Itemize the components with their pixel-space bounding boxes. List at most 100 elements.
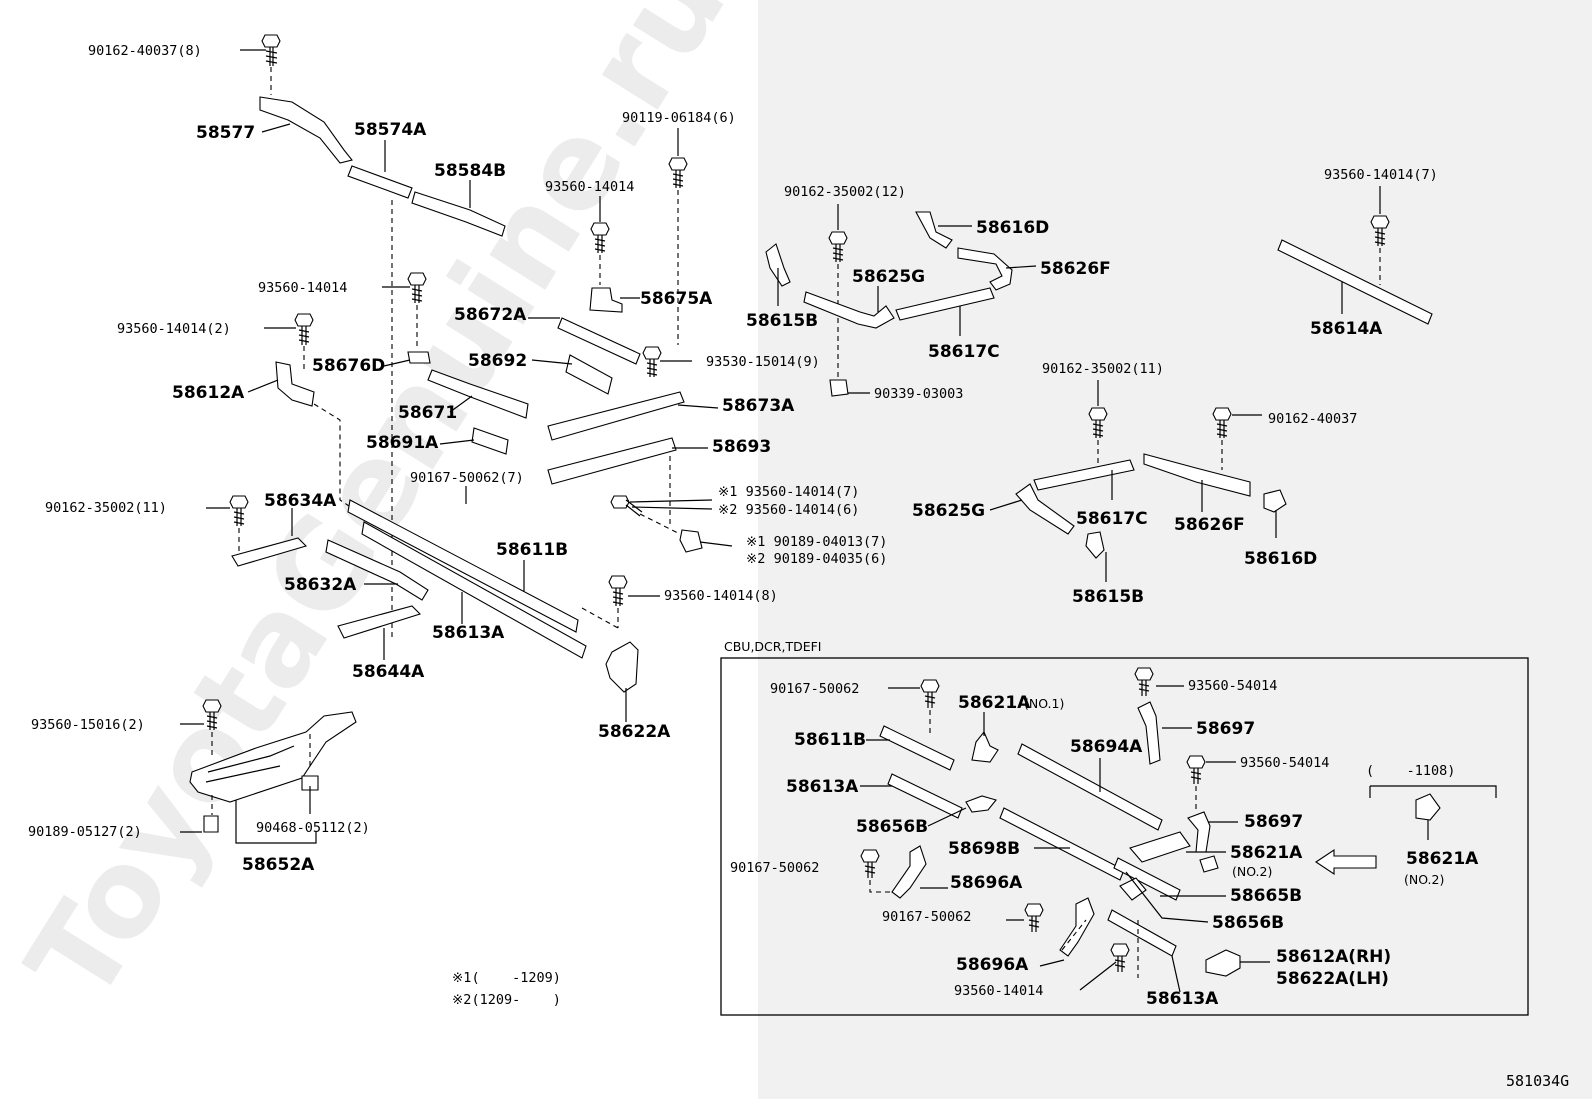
label-58615B-top: 58615B (746, 311, 818, 331)
inset-label-range: ( -1108) (1366, 763, 1455, 779)
inset-label-58622A-lh: 58622A(LH) (1276, 969, 1389, 989)
rail-58694A (1017, 743, 1163, 831)
label-93560-15016-2: 93560-15016(2) (31, 717, 145, 733)
bolt-icon (642, 346, 662, 377)
inset-label-58613A-b: 58613A (1146, 989, 1219, 1009)
inset-label-58697-b: 58697 (1244, 812, 1303, 832)
label-58617C-top: 58617C (928, 342, 1000, 362)
bracket-58626F-mid (1143, 453, 1251, 497)
label-58693: 58693 (712, 437, 771, 457)
bolt-icon (294, 313, 314, 345)
label-58625G-mid: 58625G (912, 501, 985, 521)
inset-label-58613A-a: 58613A (786, 777, 859, 797)
label-58626F-top: 58626F (1040, 259, 1111, 279)
inset-part-drawings (860, 667, 1497, 978)
bolt-icon (229, 495, 249, 526)
rail-58698B (999, 807, 1125, 881)
bolt-icon (668, 157, 688, 188)
label-90119-06184-6: 90119-06184(6) (622, 110, 736, 126)
bracket-58621A-side (1415, 793, 1441, 821)
label-note2-93560-14014-6: ※2 93560-14014(6) (718, 502, 859, 518)
leader-lines (180, 49, 1381, 844)
inset-label-58698B: 58698B (948, 839, 1020, 859)
label-58625G-top: 58625G (852, 267, 925, 287)
label-58634A: 58634A (264, 491, 337, 511)
inset-label-58697-a: 58697 (1196, 719, 1255, 739)
left-part-drawings (189, 34, 703, 833)
inset-label-90167-50062-a: 90167-50062 (770, 681, 859, 697)
inset-title: CBU,DCR,TDEFI (724, 639, 821, 654)
inset-label-58621A-no2-side: 58621A (1406, 849, 1479, 869)
bolt-icon (1370, 215, 1390, 246)
inset-label-58696A-a: 58696A (950, 873, 1023, 893)
step-58652A (189, 711, 357, 803)
label-58613A: 58613A (432, 623, 505, 643)
label-93560-14014-a: 93560-14014 (545, 179, 634, 195)
rail-58611B-inset (879, 725, 955, 771)
rail-58692 (565, 354, 613, 395)
sill-58611B (347, 499, 579, 633)
label-58617C-mid: 58617C (1076, 509, 1148, 529)
right-part-drawings (765, 211, 1433, 559)
inset-label-58696A-b: 58696A (956, 955, 1029, 975)
label-58616D-mid: 58616D (1244, 549, 1317, 569)
label-58632A: 58632A (284, 575, 357, 595)
bracket-58617C-mid (1033, 459, 1135, 491)
bolt-icon (202, 699, 222, 730)
label-93560-14014-b: 93560-14014 (258, 280, 347, 296)
bolt-icon (1024, 903, 1044, 932)
label-93530-15014-9: 93530-15014(9) (706, 354, 820, 370)
bolt-icon (1186, 755, 1206, 784)
bolt-icon (860, 849, 880, 878)
label-note1-93560-14014-7: ※1 93560-14014(7) (718, 484, 859, 500)
bracket-58612A (275, 361, 315, 407)
nut-icon (679, 529, 703, 553)
label-90162-35002-12: 90162-35002(12) (784, 184, 906, 200)
bracket-58616D-top (915, 211, 953, 249)
bar-58584B (411, 191, 506, 237)
rail-58614A (1277, 239, 1433, 325)
label-58676D: 58676D (312, 356, 385, 376)
bracket-58697-b (1187, 811, 1211, 853)
inset-label-58694A: 58694A (1070, 737, 1143, 757)
plate-58574A (347, 165, 413, 199)
label-58673A: 58673A (722, 396, 795, 416)
label-58626F-mid: 58626F (1174, 515, 1245, 535)
arrow-icon (1315, 848, 1377, 876)
label-90162-35002-11-right: 90162-35002(11) (1042, 361, 1164, 377)
right-panel-background (758, 0, 1592, 1099)
inset-label-58621A-no2: 58621A (1230, 843, 1303, 863)
bolt-icon (261, 34, 281, 66)
bolt-icon (608, 575, 628, 606)
note-1: ※1( -1209) (452, 970, 561, 986)
sill-58613A (361, 521, 587, 659)
bracket-58612A-58622A (1205, 949, 1241, 977)
rail-58613A-inset (887, 773, 963, 819)
inset-label-90167-50062-c: 90167-50062 (882, 909, 971, 925)
rail-58672A (557, 317, 641, 365)
label-58691A: 58691A (366, 433, 439, 453)
bracket-58615B-top (765, 243, 791, 287)
inset-label-58656B-a: 58656B (856, 817, 928, 837)
bolt-icon (610, 495, 643, 517)
inset-label-58621A-no1: 58621A (958, 693, 1031, 713)
inset-label-93560-54014-b: 93560-54014 (1240, 755, 1329, 771)
bracket-58625G-mid (1015, 483, 1075, 535)
bar-58671 (427, 369, 529, 419)
label-58574A: 58574A (354, 120, 427, 140)
bracket-58621A-no1 (971, 730, 999, 763)
clip-58676D (407, 351, 431, 364)
label-58616D-top: 58616D (976, 218, 1049, 238)
inset-label-no1: (NO.1) (1024, 696, 1064, 711)
label-93560-14014-7: 93560-14014(7) (1324, 167, 1438, 183)
label-58652A: 58652A (242, 855, 315, 875)
rail-58673A (547, 391, 685, 441)
label-58675A: 58675A (640, 289, 713, 309)
label-93560-14014-8: 93560-14014(8) (664, 588, 778, 604)
label-58577: 58577 (196, 123, 255, 143)
block-58621A-no2 (1129, 831, 1191, 863)
bolt-icon (590, 222, 610, 253)
inset-label-no2-side: (NO.2) (1404, 872, 1444, 887)
inset-panel: CBU,DCR,TDEFI (720, 639, 1529, 1016)
block-58691A (471, 427, 509, 455)
